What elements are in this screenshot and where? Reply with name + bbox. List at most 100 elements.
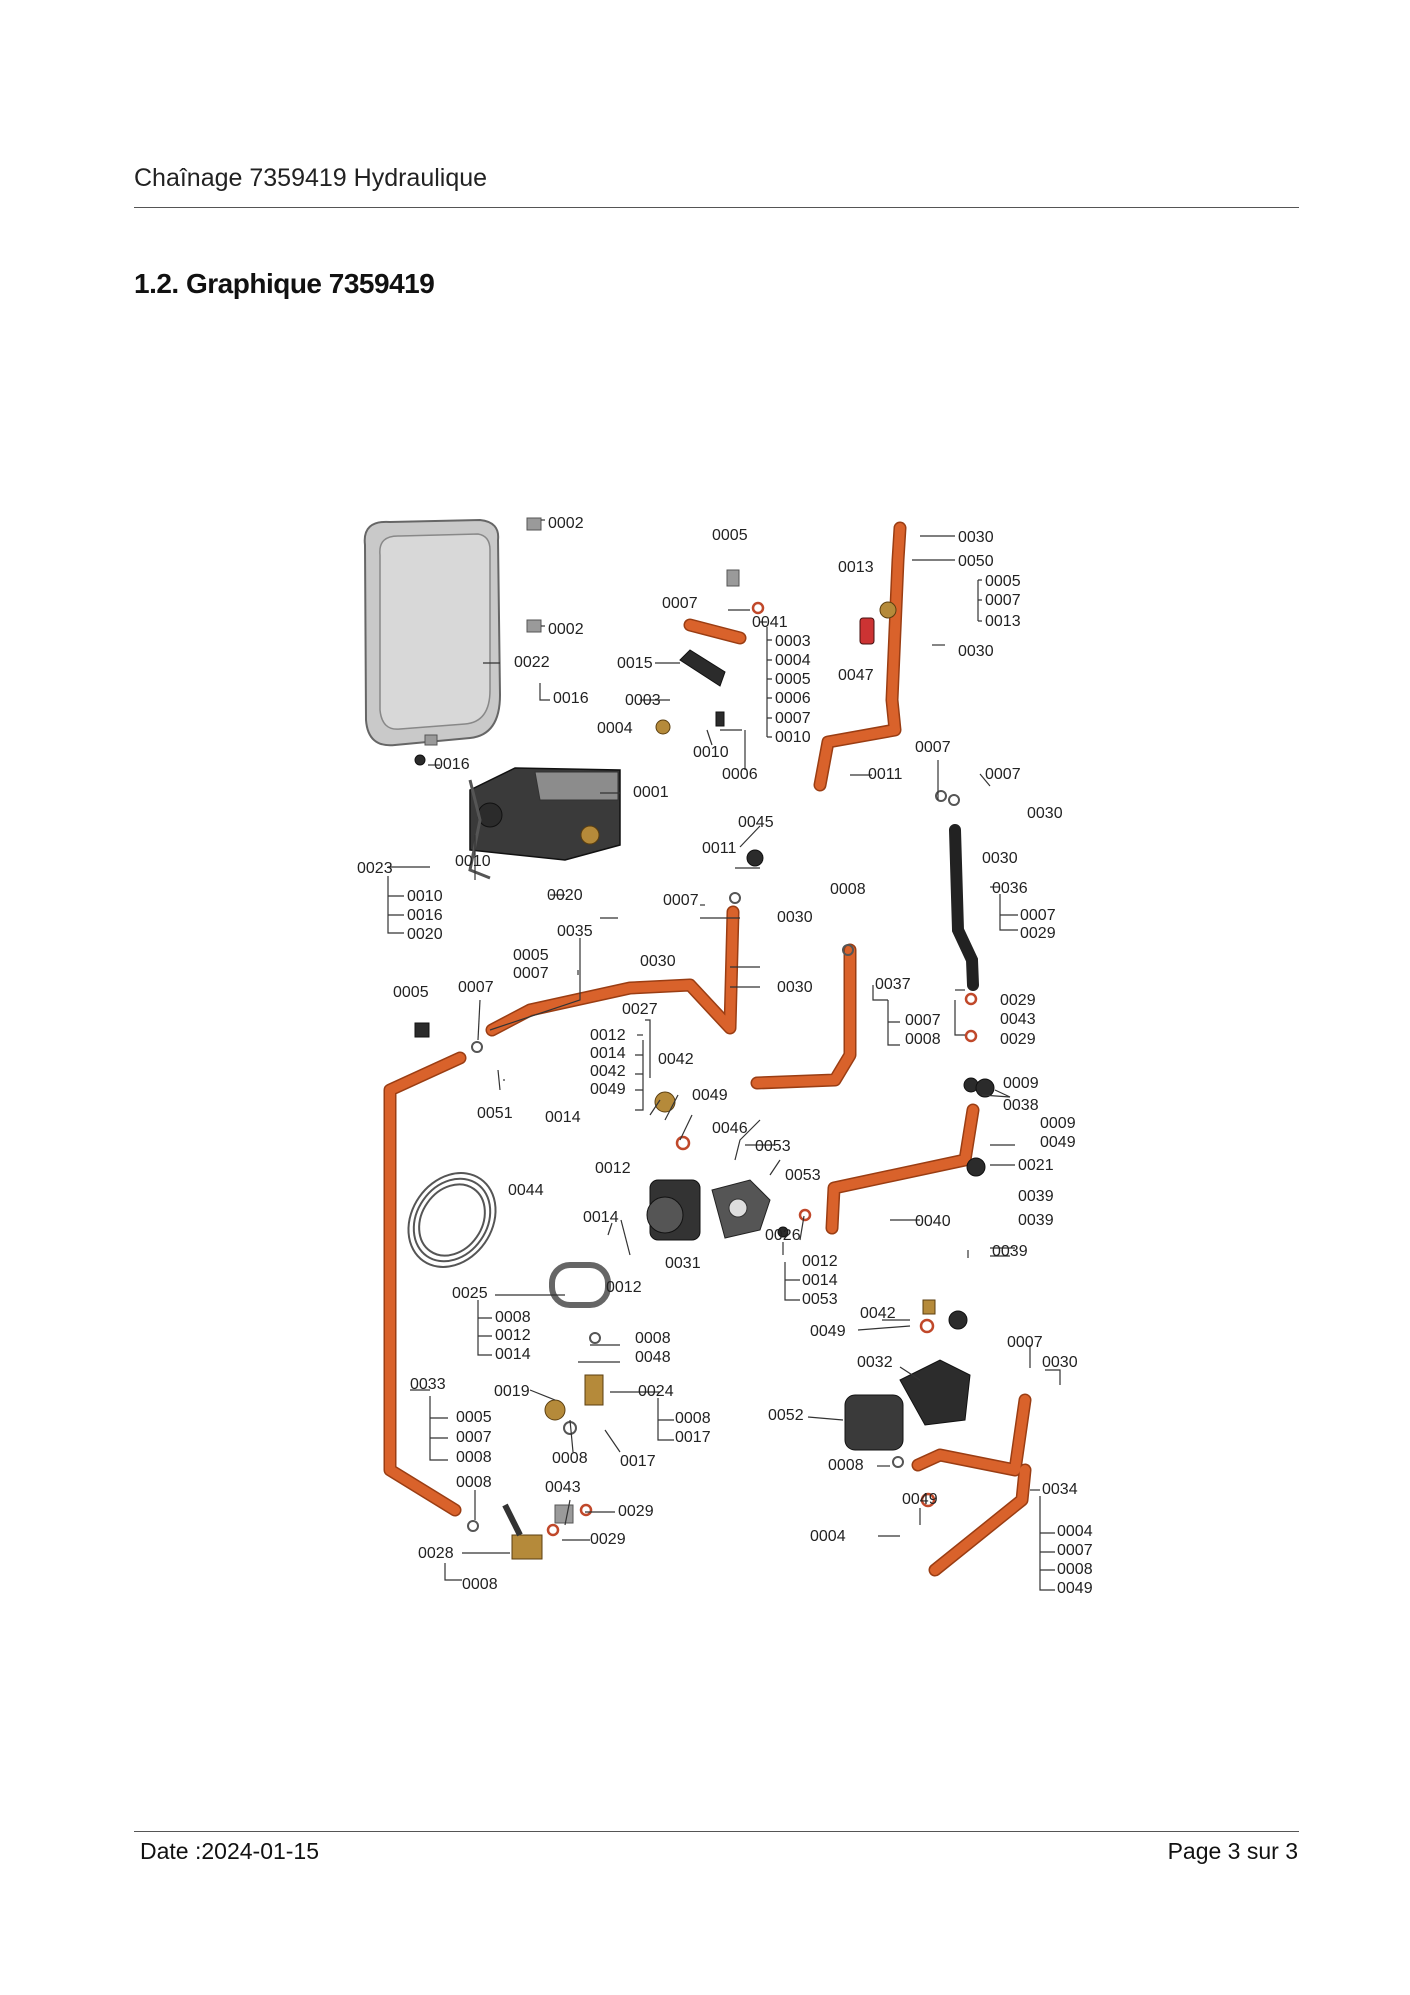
part-label: 0051 xyxy=(477,1105,513,1122)
part-label: 0007 xyxy=(1057,1542,1093,1559)
hydraulic-block xyxy=(469,767,621,861)
part-label: 0016 xyxy=(407,907,443,924)
part-label: 0030 xyxy=(640,953,676,970)
part-label: 0004 xyxy=(1057,1523,1093,1540)
part-label: 0008 xyxy=(495,1309,531,1326)
part-label: 0006 xyxy=(722,766,758,783)
part-label: 0008 xyxy=(456,1474,492,1491)
part-label: 0017 xyxy=(620,1453,656,1470)
part-label: 0013 xyxy=(838,559,874,576)
part-label: 0042 xyxy=(658,1051,694,1068)
part-label: 0022 xyxy=(514,654,550,671)
part-label: 0006 xyxy=(775,690,811,707)
leader-lines xyxy=(387,519,1061,1591)
part-label: 0049 xyxy=(1040,1134,1076,1151)
part-label: 0043 xyxy=(1000,1011,1036,1028)
part-label: 0029 xyxy=(1020,925,1056,942)
part-label: 0005 xyxy=(456,1409,492,1426)
part-label: 0030 xyxy=(777,979,813,996)
part-label: 0010 xyxy=(407,888,443,905)
part-label: 0025 xyxy=(452,1285,488,1302)
part-label: 0031 xyxy=(665,1255,701,1272)
part-label: 0049 xyxy=(902,1491,938,1508)
part-label: 0002 xyxy=(548,515,584,532)
part-label: 0005 xyxy=(775,671,811,688)
part-label: 0004 xyxy=(810,1528,846,1545)
part-label: 0012 xyxy=(802,1253,838,1270)
part-label: 0016 xyxy=(553,690,589,707)
part-label: 0039 xyxy=(1018,1188,1054,1205)
part-label: 0047 xyxy=(838,667,874,684)
part-label: 0002 xyxy=(548,621,584,638)
part-label: 0035 xyxy=(557,923,593,940)
part-label: 0029 xyxy=(1000,1031,1036,1048)
part-label: 0007 xyxy=(458,979,494,996)
part-labels: 0002 0005 0013 0030 0050 0005 0007 0013 … xyxy=(357,515,1093,1597)
part-label: 0005 xyxy=(393,984,429,1001)
part-label: 0033 xyxy=(410,1376,446,1393)
part-label: 0003 xyxy=(625,692,661,709)
part-label: 0010 xyxy=(455,853,491,870)
part-label: 0039 xyxy=(992,1243,1028,1260)
footer-date: Date :2024-01-15 xyxy=(140,1838,320,1864)
part-label: 0039 xyxy=(1018,1212,1054,1229)
part-label: 0040 xyxy=(915,1213,951,1230)
part-label: 0014 xyxy=(583,1209,619,1226)
part-label: 0049 xyxy=(810,1323,846,1340)
part-label: 0053 xyxy=(802,1291,838,1308)
part-label: 0011 xyxy=(702,840,737,857)
part-label: 0027 xyxy=(622,1001,658,1018)
part-label: 0042 xyxy=(860,1305,896,1322)
part-label: 0004 xyxy=(597,720,633,737)
part-label: 0007 xyxy=(985,592,1021,609)
part-label: 0021 xyxy=(1018,1157,1054,1174)
part-label: 0017 xyxy=(675,1429,711,1446)
part-label: 0007 xyxy=(1007,1334,1043,1351)
part-label: 0008 xyxy=(456,1449,492,1466)
footer-divider xyxy=(134,1831,1299,1832)
part-label: 0009 xyxy=(1040,1115,1076,1132)
part-label: 0024 xyxy=(638,1383,674,1400)
part-label: 0032 xyxy=(857,1354,893,1371)
part-label: 0037 xyxy=(875,976,911,993)
part-label: 0004 xyxy=(775,652,811,669)
part-label: 0008 xyxy=(828,1457,864,1474)
expansion-vessel xyxy=(363,518,502,747)
part-label: 0053 xyxy=(755,1138,791,1155)
part-label: 0041 xyxy=(752,614,788,631)
part-label: 0048 xyxy=(635,1349,671,1366)
part-label: 0007 xyxy=(663,892,699,909)
o-rings xyxy=(467,601,978,1537)
part-label: 0016 xyxy=(434,756,470,773)
part-label: 0012 xyxy=(495,1327,531,1344)
part-label: 0010 xyxy=(693,744,729,761)
part-label: 0007 xyxy=(456,1429,492,1446)
part-label: 0053 xyxy=(785,1167,821,1184)
part-label: 0007 xyxy=(905,1012,941,1029)
part-label: 0045 xyxy=(738,814,774,831)
part-label: 0005 xyxy=(712,527,748,544)
part-label: 0028 xyxy=(418,1545,454,1562)
tube-coil xyxy=(407,1172,497,1268)
part-label: 0012 xyxy=(606,1279,642,1296)
document-header-title: Chaînage 7359419 Hydraulique xyxy=(134,164,488,192)
part-label: 0052 xyxy=(768,1407,804,1424)
part-label: 0020 xyxy=(407,926,443,943)
part-label: 0009 xyxy=(1003,1075,1039,1092)
part-label: 0015 xyxy=(617,655,653,672)
header-divider xyxy=(134,207,1299,208)
part-label: 0008 xyxy=(635,1330,671,1347)
part-label: 0008 xyxy=(1057,1561,1093,1578)
pump-body xyxy=(844,1299,971,1451)
part-label: 0014 xyxy=(495,1346,531,1363)
part-label: 0023 xyxy=(357,860,393,877)
part-label: 0012 xyxy=(595,1160,631,1177)
part-label: 0036 xyxy=(992,880,1028,897)
part-label: 0010 xyxy=(775,729,811,746)
part-label: 0007 xyxy=(915,739,951,756)
part-label: 0030 xyxy=(777,909,813,926)
part-label: 0005 xyxy=(513,947,549,964)
part-label: 0029 xyxy=(618,1503,654,1520)
part-label: 0043 xyxy=(545,1479,581,1496)
